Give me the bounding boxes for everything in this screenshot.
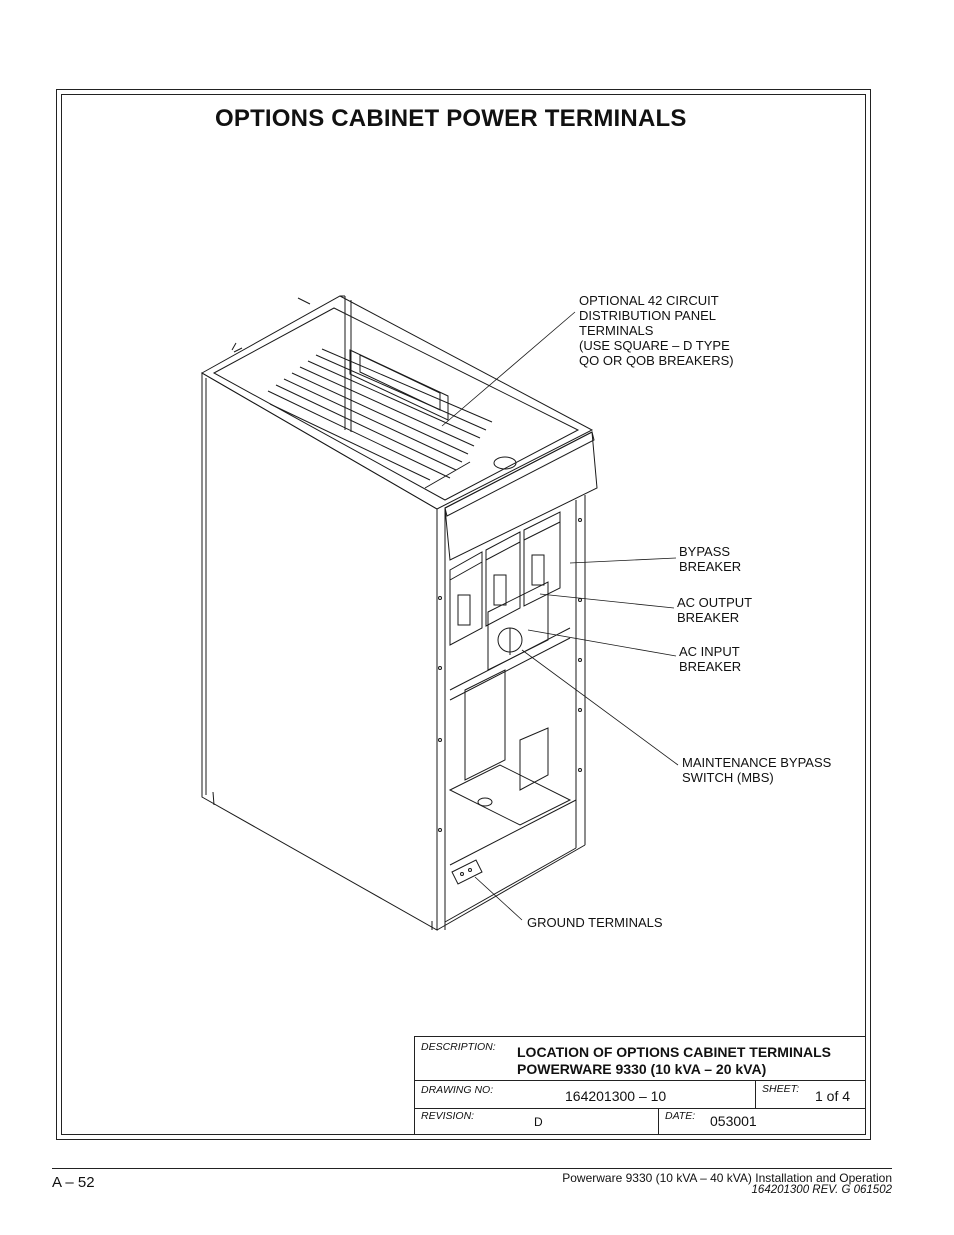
revision-value: D xyxy=(534,1115,543,1129)
breaker-rows xyxy=(267,348,493,481)
title-block: DESCRIPTION: LOCATION OF OPTIONS CABINET… xyxy=(414,1036,866,1135)
footer-rule xyxy=(52,1168,892,1169)
page-number: A – 52 xyxy=(52,1174,95,1191)
sheet-label: SHEET: xyxy=(762,1083,800,1095)
callout-mbs: MAINTENANCE BYPASS SWITCH (MBS) xyxy=(682,755,832,785)
breaker-modules xyxy=(449,511,561,646)
leader-lines xyxy=(441,311,679,921)
callout-ground-terminals: GROUND TERMINALS xyxy=(527,915,663,930)
revision-label: REVISION: xyxy=(421,1110,475,1122)
manual-title: Powerware 9330 (10 kVA – 40 kVA) Install… xyxy=(562,1171,892,1185)
description-label: DESCRIPTION: xyxy=(421,1041,496,1053)
callout-ac-output-breaker: AC OUTPUT BREAKER xyxy=(677,595,753,625)
drawing-no-label: DRAWING NO: xyxy=(421,1084,494,1096)
date-label: DATE: xyxy=(665,1110,696,1122)
figure-title: OPTIONS CABINET POWER TERMINALS xyxy=(215,105,687,132)
description-line-2: POWERWARE 9330 (10 kVA – 20 kVA) xyxy=(517,1061,767,1077)
description-line-1: LOCATION OF OPTIONS CABINET TERMINALS xyxy=(517,1044,831,1060)
document-revision: 164201300 REV. G 061502 xyxy=(751,1184,892,1196)
title-block-drawing-row: DRAWING NO: 164201300 – 10 SHEET: 1 of 4 xyxy=(415,1080,866,1109)
drawing-border-outer xyxy=(56,89,871,1140)
cabinet-front-frame xyxy=(436,495,586,931)
mbs-switch xyxy=(487,581,549,671)
date-value: 053001 xyxy=(710,1113,757,1129)
title-block-description-row: DESCRIPTION: LOCATION OF OPTIONS CABINET… xyxy=(415,1037,866,1081)
title-block-revision-row: REVISION: D DATE: 053001 xyxy=(415,1108,866,1135)
cabinet-left-side-panel xyxy=(201,372,438,931)
drawing-number: 164201300 – 10 xyxy=(565,1088,667,1104)
lower-interior xyxy=(448,627,577,866)
ground-terminal-bar xyxy=(451,859,483,885)
front-bezel xyxy=(424,431,598,561)
callout-bypass-breaker: BYPASS BREAKER xyxy=(679,544,742,574)
callout-distribution-panel: OPTIONAL 42 CIRCUIT DISTRIBUTION PANEL T… xyxy=(579,293,734,368)
sheet-number: 1 of 4 xyxy=(815,1088,851,1104)
callout-ac-input-breaker: AC INPUT BREAKER xyxy=(679,644,742,674)
